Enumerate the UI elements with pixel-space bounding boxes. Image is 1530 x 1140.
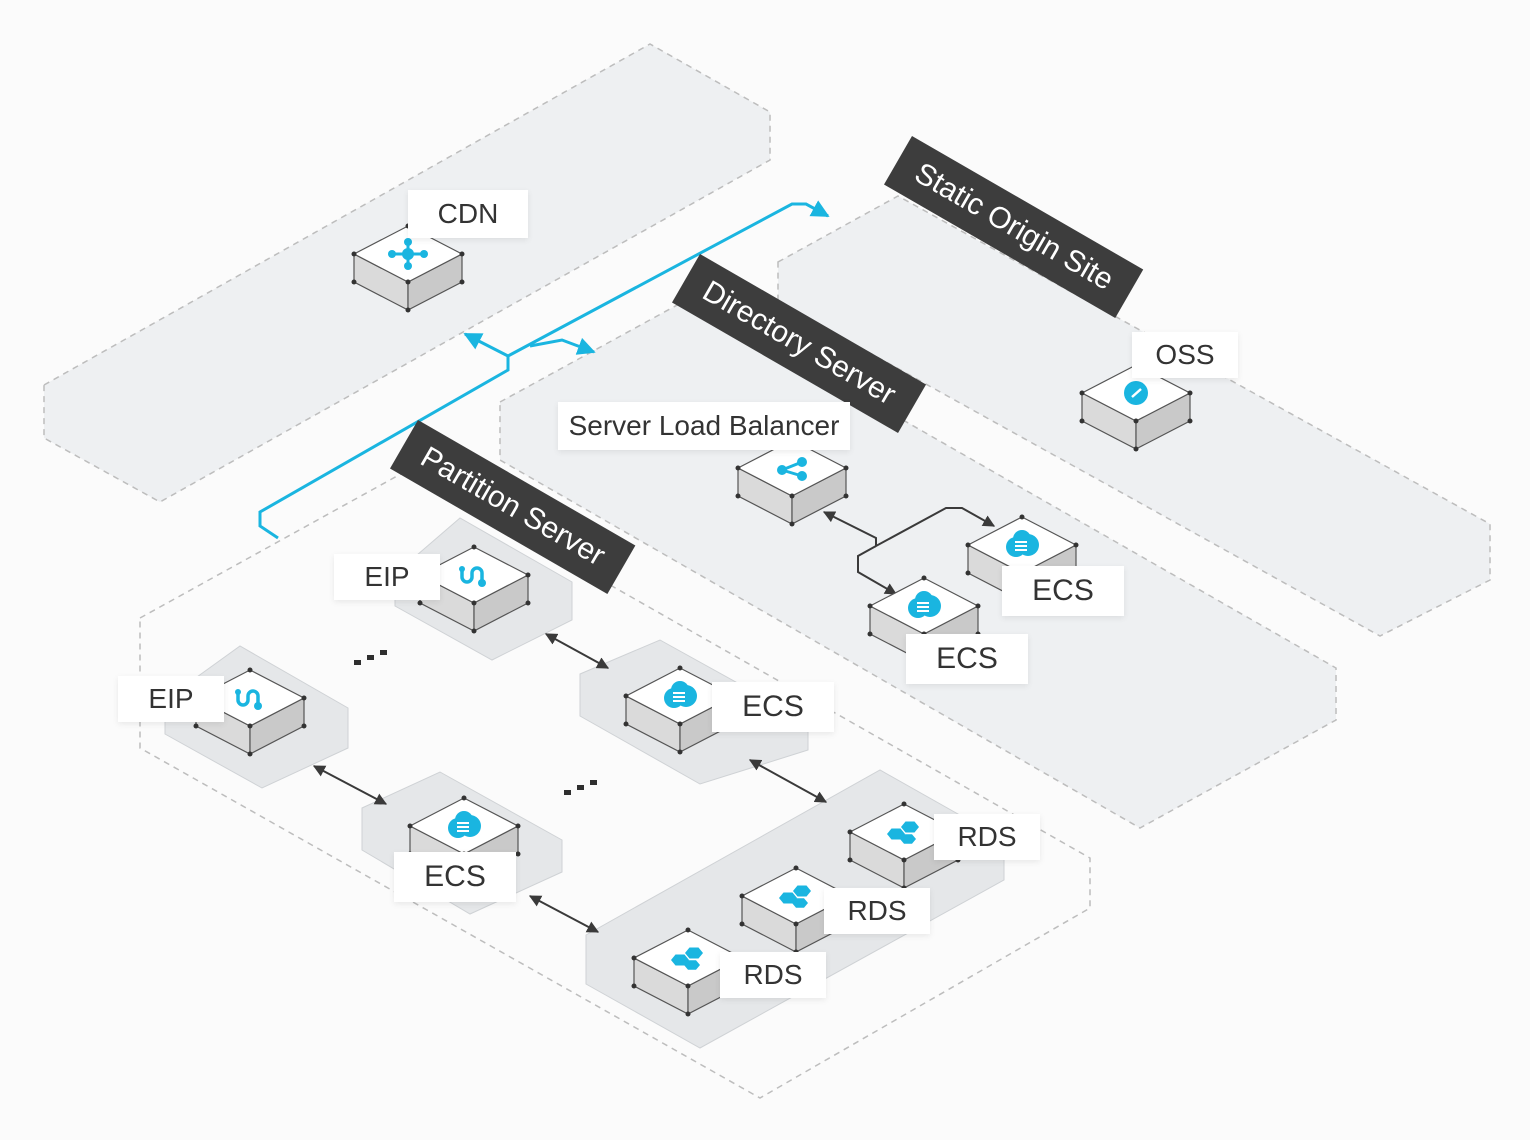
ecs-label-low: ECS: [394, 852, 516, 902]
slb-label: Server Load Balancer: [558, 402, 850, 450]
rds-icon: [887, 821, 919, 844]
cdn-box: [351, 223, 465, 313]
dir-ecs-label-2: ECS: [906, 634, 1028, 684]
ecs-icon: [1006, 530, 1039, 557]
eip-icon: [235, 689, 262, 710]
ecs-box-mid: [623, 665, 737, 755]
ellipsis-dots-upper: [354, 650, 387, 665]
slb-box: [735, 437, 849, 527]
rds-label-2: RDS: [824, 888, 930, 934]
ecs-icon: [664, 681, 697, 708]
oss-label: OSS: [1132, 332, 1238, 378]
dir-ecs-box-2: [867, 575, 981, 665]
rds-label-1: RDS: [934, 814, 1040, 860]
rds-box-3: [631, 927, 745, 1017]
rds-label-3: RDS: [720, 952, 826, 998]
eip-label-top: EIP: [334, 554, 440, 600]
eip-label-left: EIP: [118, 676, 224, 722]
partition-zone: [139, 469, 1091, 1099]
slb-icon: [777, 457, 807, 481]
ecs-label-mid: ECS: [712, 682, 834, 732]
cdn-icon: [388, 238, 428, 270]
ecs-icon: [448, 811, 481, 838]
rds-icon: [779, 885, 811, 908]
ellipsis-dots-lower: [564, 780, 597, 795]
blue-connector: [258, 200, 830, 540]
eip-icon: [459, 566, 486, 587]
oss-icon: [1124, 381, 1148, 405]
ecs-box-low: [407, 795, 521, 885]
oss-box: [1079, 362, 1193, 452]
rds-icon: [671, 947, 703, 970]
ecs-icon: [908, 591, 941, 618]
connection-arrows: [312, 507, 996, 933]
cdn-label: CDN: [408, 190, 528, 238]
dir-ecs-label-1: ECS: [1002, 566, 1124, 616]
